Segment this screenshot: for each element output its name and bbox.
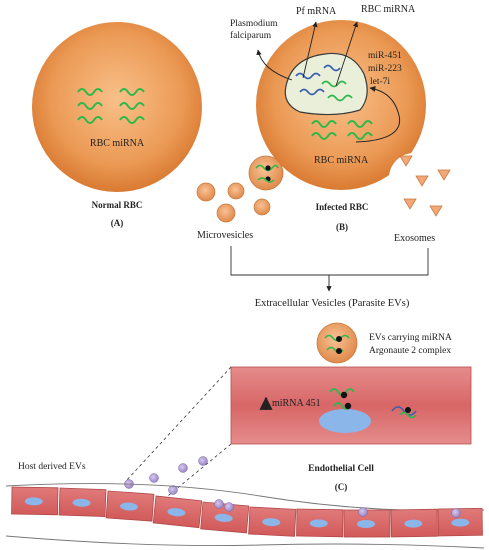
pf-mrna-label: Pf mRNA	[296, 6, 337, 17]
evs-carrying-label: EVs carrying miRNA	[369, 333, 452, 343]
mirna-uptake-loop	[355, 86, 400, 143]
panel-c-letter: (C)	[335, 482, 348, 492]
normal-rbc	[32, 22, 202, 192]
target-mrna	[391, 406, 417, 416]
panel-b: Plasmodium falciparum Pf mRNA RBC miRNA …	[196, 4, 451, 309]
let-7i-label: let-7i	[370, 77, 390, 87]
vesicle-mirna	[257, 177, 275, 183]
panel-a-letter: (A)	[111, 218, 124, 228]
exosomes	[399, 155, 451, 217]
pf-mrna-squiggles	[295, 64, 341, 96]
extracellular-vesicles-label: Extracellular Vesicles (Parasite EVs)	[255, 298, 410, 309]
plasmodium-label-2: falciparum	[230, 30, 272, 41]
panel-c: EVs carrying miRNA Argonaute 2 complex m…	[5, 322, 485, 549]
rbc-mirna-label-a: RBC miRNA	[90, 138, 145, 149]
callout-pf-mrna	[302, 21, 318, 79]
exosome-bud-notch	[389, 153, 439, 203]
mir-223-label: miR-223	[368, 64, 402, 74]
ev-carrying-mirna	[316, 322, 358, 364]
ago2-dot	[405, 407, 411, 413]
callout-rbc-mirna	[335, 21, 359, 87]
endothelial-nucleus-zoom	[319, 409, 371, 433]
mirna-451-label: miRNA 451	[272, 398, 321, 409]
host-evs-attached	[214, 499, 461, 518]
rbc-mirna-top-label: RBC miRNA	[361, 4, 416, 15]
panel-b-letter: (B)	[336, 222, 348, 232]
argonaute-label: Argonaute 2 complex	[369, 346, 451, 356]
mir-451-label: miR-451	[368, 51, 402, 61]
panel-a: RBC miRNA Normal RBC (A)	[32, 22, 202, 228]
microvesicles	[196, 182, 271, 223]
ago2-dot	[265, 165, 271, 171]
ago2-dot	[344, 402, 352, 410]
endothelial-cell-label: Endothelial Cell	[308, 464, 374, 474]
vessel-wall-bottom	[5, 535, 485, 549]
exosomes-label: Exosomes	[394, 233, 435, 244]
host-derived-evs-label: Host derived EVs	[18, 462, 86, 472]
infected-rbc-title: Infected RBC	[316, 202, 369, 212]
rbc-mirna-squiggles-a	[77, 88, 145, 124]
endothelial-cell-row	[11, 486, 483, 538]
ev-merge-bracket	[230, 246, 429, 276]
normal-rbc-title: Normal RBC	[92, 200, 143, 210]
ago2-dot	[336, 348, 342, 354]
rbc-mirna-squiggles-b	[311, 120, 373, 140]
plasmodium-label-1: Plasmodium	[230, 19, 278, 29]
mirna-in-parasite	[321, 80, 353, 102]
plasmodium-parasite	[284, 52, 368, 116]
microvesicles-label: Microvesicles	[197, 230, 253, 241]
ago2-dot	[336, 336, 342, 342]
large-microvesicle	[248, 155, 284, 191]
zoom-line-left	[125, 366, 232, 482]
rbc-mirna-label-b: RBC miRNA	[314, 155, 369, 166]
callout-plasmodium	[256, 49, 293, 81]
bound-mirna	[399, 411, 417, 419]
ago2-dot	[340, 391, 348, 399]
